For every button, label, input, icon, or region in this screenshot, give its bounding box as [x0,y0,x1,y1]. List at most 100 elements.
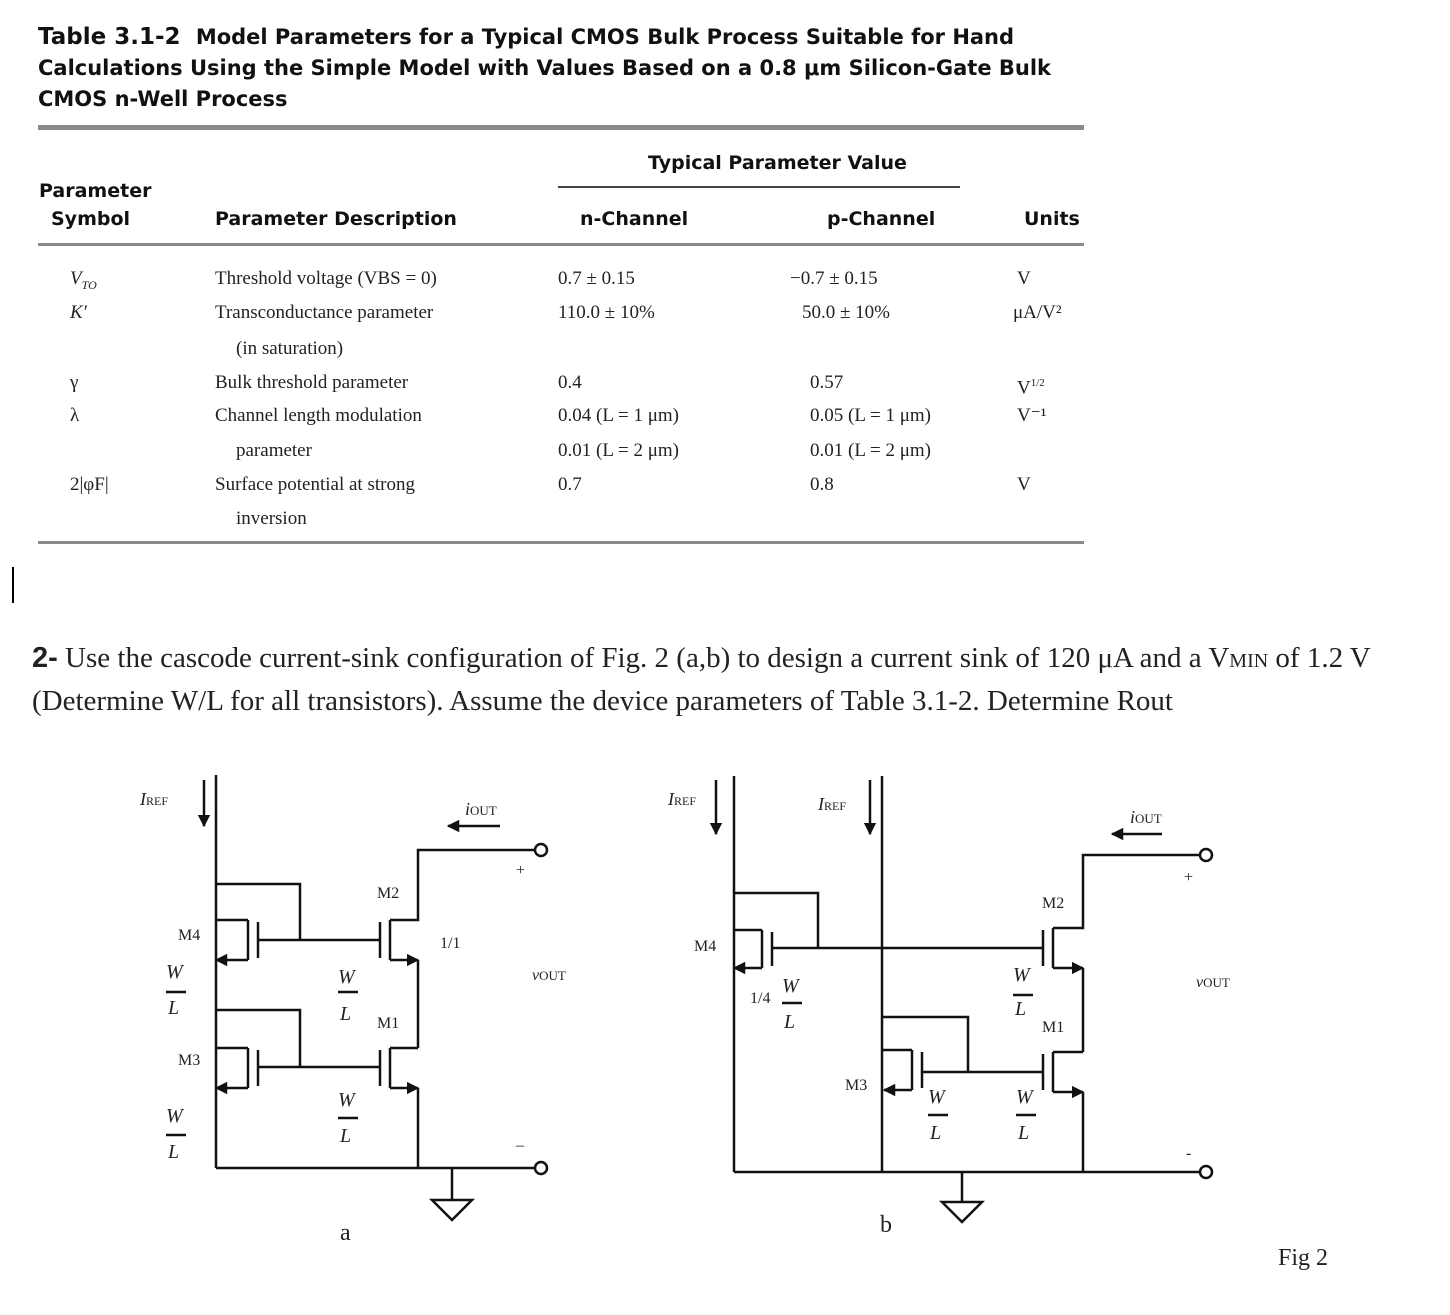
b-m1-w: W [1016,1086,1035,1108]
row-vto-n: 0.7 ± 0.15 [558,268,635,289]
row-k-desc-line1: Transconductance parameter [215,302,434,323]
b-iref2: I [817,794,825,814]
row-lambda-desc-line1: Channel length modulation [215,405,422,426]
row-k-units: μA/V² [1013,302,1062,323]
question-number: 2- [32,642,58,674]
b-minus: - [1186,1145,1191,1162]
svg-text:IREF: IREF [817,794,846,814]
b-vout: v [1196,974,1204,991]
b-m3-w: W [928,1086,947,1108]
b-m1-l: L [1017,1122,1029,1144]
row-lambda-n-line2: 0.01 (L = 2 μm) [558,440,679,461]
b-m1: M1 [1042,1019,1064,1036]
question-body-b: of 1.2 V (Determine W/L for all transist… [32,642,1371,717]
header-n-channel: n-Channel [580,208,689,230]
a-m2-l: L [339,1003,351,1025]
b-label: b [880,1212,892,1238]
header-group-rule [558,186,960,188]
row-vto-symbol: VTO [70,268,97,292]
b-iout: i [1130,807,1135,827]
row-phi-desc-line2: inversion [236,508,307,529]
svg-text:IREF: IREF [139,789,168,809]
b-m3: M3 [845,1077,867,1094]
b-m2: M2 [1042,895,1064,912]
a-m3: M3 [178,1052,200,1069]
header-group: Typical Parameter Value [648,152,907,174]
header-symbol-line2: Symbol [51,208,131,230]
header-symbol-line1: Parameter [39,180,152,202]
svg-text:iOUT: iOUT [465,799,497,819]
row-gamma-n: 0.4 [558,372,582,393]
header-units: Units [1024,208,1080,230]
a-iout-sub: OUT [470,803,497,818]
a-vout: v [532,967,540,984]
row-phi-p: 0.8 [810,474,834,495]
b-m3-l: L [929,1122,941,1144]
row-lambda-p-line2: 0.01 (L = 2 μm) [810,440,931,461]
b-m4: M4 [694,938,716,955]
header-bottom-rule [38,243,1084,246]
b-ratio: 1/4 [750,990,770,1007]
circuit-b-labels: IREF IREF iOUT + - vOUT M2 M4 M1 M3 1/4 … [667,789,1230,1238]
row-lambda-symbol: λ [70,405,80,426]
table-number: Table 3.1-2 [38,24,181,50]
row-lambda-p-line1: 0.05 (L = 1 μm) [810,405,931,426]
a-m4: M4 [178,927,200,944]
question-vmin-sub: MIN [1229,650,1269,672]
a-m4-w: W [166,961,185,983]
b-iref1: I [667,789,675,809]
header-description: Parameter Description [215,208,457,230]
row-lambda-units: V⁻¹ [1017,405,1047,426]
a-plus: + [516,862,525,879]
row-k-p: 50.0 ± 10% [802,302,891,323]
question-body-a: Use the cascode current-sink configurati… [65,642,1230,674]
a-m2: M2 [377,885,399,902]
table-bottom-rule [38,541,1084,544]
row-vto-p: −0.7 ± 0.15 [790,268,878,289]
b-m2-w: W [1013,964,1032,986]
row-gamma-symbol: γ [70,372,79,393]
a-m2-w: W [338,966,357,988]
b-plus: + [1184,869,1193,886]
row-k-symbol: K′ [70,302,87,323]
svg-text:vOUT: vOUT [1196,974,1230,991]
b-vout-sub: OUT [1203,975,1230,990]
table-caption: Model Parameters for a Typical CMOS Bulk… [38,25,1052,111]
row-vto-units: V [1017,268,1031,289]
row-phi-desc-line1: Surface potential at strong [215,474,415,495]
a-iout: i [465,799,470,819]
b-iout-sub: OUT [1135,811,1162,826]
row-gamma-p: 0.57 [810,372,844,393]
header-p-channel: p-Channel [827,208,936,230]
row-lambda-desc-line2: parameter [236,440,312,461]
b-m2-l: L [1014,998,1026,1020]
a-m3-l: L [167,1141,179,1163]
svg-text:vOUT: vOUT [532,967,566,984]
circuit-a [166,775,549,1222]
row-k-n: 110.0 ± 10% [558,302,655,323]
b-m4-w: W [782,975,801,997]
row-phi-symbol: 2|φF| [70,474,109,495]
a-ratio: 1/1 [440,935,460,952]
a-m3-w: W [166,1105,185,1127]
a-iref: I [139,789,147,809]
a-m1: M1 [377,1015,399,1032]
table-title: Table 3.1-2 Model Parameters for a Typic… [38,22,1058,115]
text-cursor [12,567,14,603]
circuit-b [709,776,1214,1224]
a-minus: – [515,1137,525,1154]
table-top-rule [38,125,1084,130]
row-gamma-desc: Bulk threshold parameter [215,372,409,393]
a-m1-l: L [339,1125,351,1147]
row-k-desc-line2: (in saturation) [236,338,344,359]
row-phi-n: 0.7 [558,474,582,495]
a-m1-w: W [338,1089,357,1111]
b-m4-l: L [783,1011,795,1033]
a-label: a [340,1220,351,1246]
question-text: 2- Use the cascode current-sink configur… [32,638,1432,721]
row-gamma-units: V1/2 [1017,377,1045,399]
a-m4-l: L [167,997,179,1019]
svg-text:IREF: IREF [667,789,696,809]
figure-caption: Fig 2 [1278,1245,1328,1271]
row-lambda-n-line1: 0.04 (L = 1 μm) [558,405,679,426]
